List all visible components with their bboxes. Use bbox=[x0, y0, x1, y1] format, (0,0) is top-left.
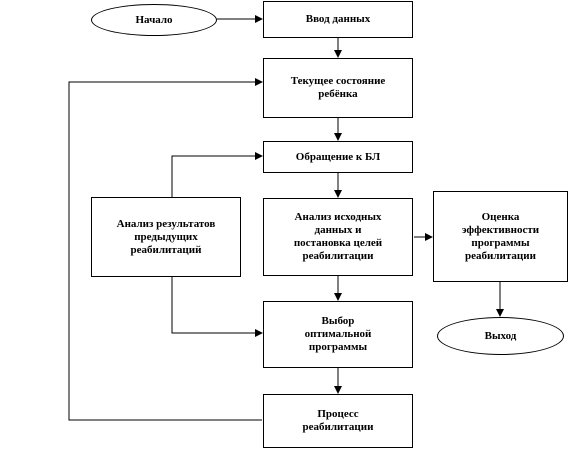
exit-label: Выход bbox=[484, 329, 517, 342]
choose-program-label: Выбор оптимальной программы bbox=[304, 315, 372, 353]
kb-query-label: Обращение к БЛ bbox=[295, 150, 381, 163]
evaluation-label: Оценка эффективности программы реабилита… bbox=[461, 210, 540, 262]
choose-program-node: Выбор оптимальной программы bbox=[263, 301, 413, 368]
evaluation-node: Оценка эффективности программы реабилита… bbox=[433, 191, 568, 282]
start-node: Начало bbox=[91, 4, 217, 36]
exit-node: Выход bbox=[437, 317, 564, 355]
current-state-node: Текущее состояние ребёнка bbox=[263, 58, 413, 118]
input-node: Ввод данных bbox=[263, 1, 413, 38]
start-label: Начало bbox=[135, 13, 173, 26]
analysis-initial-label: Анализ исходных данных и постановка целе… bbox=[293, 211, 383, 262]
analysis-previous-node: Анализ результатов предыдущих реабилитац… bbox=[91, 197, 241, 277]
kb-query-node: Обращение к БЛ bbox=[263, 141, 413, 173]
process-node: Процесс реабилитации bbox=[263, 394, 413, 448]
edge-previous-kb bbox=[171, 152, 263, 197]
edge-previous-choose bbox=[171, 277, 263, 337]
process-label: Процесс реабилитации bbox=[302, 408, 374, 433]
current-state-label: Текущее состояние ребёнка bbox=[290, 75, 386, 100]
analysis-initial-node: Анализ исходных данных и постановка целе… bbox=[263, 198, 413, 276]
edge-process-state bbox=[68, 78, 263, 421]
input-label: Ввод данных bbox=[305, 13, 371, 25]
analysis-previous-label: Анализ результатов предыдущих реабилитац… bbox=[116, 217, 216, 256]
